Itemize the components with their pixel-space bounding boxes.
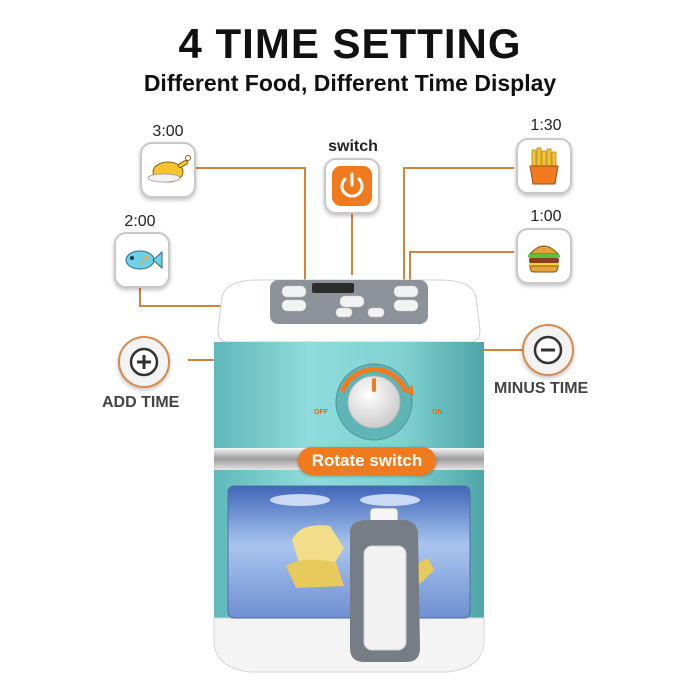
burger-time-button[interactable] xyxy=(516,228,572,284)
french-fries-icon xyxy=(529,147,559,185)
power-icon xyxy=(332,166,372,206)
add-time-button[interactable] xyxy=(118,336,170,388)
time-label-fish: 2:00 xyxy=(124,213,156,230)
knob-off-label: OFF xyxy=(314,409,329,416)
fish-time-button[interactable] xyxy=(114,232,170,288)
time-label-chicken: 3:00 xyxy=(152,123,184,140)
switch-button[interactable] xyxy=(324,158,380,214)
time-label-burger: 1:00 xyxy=(530,208,562,225)
minus-time-label: MINUS TIME xyxy=(494,380,589,397)
roast-chicken-icon xyxy=(147,155,191,183)
minus-time-button[interactable] xyxy=(522,324,574,376)
time-label-fries: 1:30 xyxy=(530,117,562,134)
rotate-switch-label: Rotate switch xyxy=(298,447,436,475)
minus-icon xyxy=(533,335,563,365)
chicken-time-button[interactable] xyxy=(140,142,196,198)
burger-icon xyxy=(528,245,560,273)
switch-label: switch xyxy=(328,138,378,155)
fish-icon xyxy=(125,250,163,270)
plus-icon xyxy=(129,347,159,377)
page-subtitle: Different Food, Different Time Display xyxy=(143,70,557,96)
page-title: 4 TIME SETTING xyxy=(178,20,522,67)
knob-on-label: ON xyxy=(432,409,443,416)
add-time-label: ADD TIME xyxy=(102,394,180,411)
fries-time-button[interactable] xyxy=(516,138,572,194)
